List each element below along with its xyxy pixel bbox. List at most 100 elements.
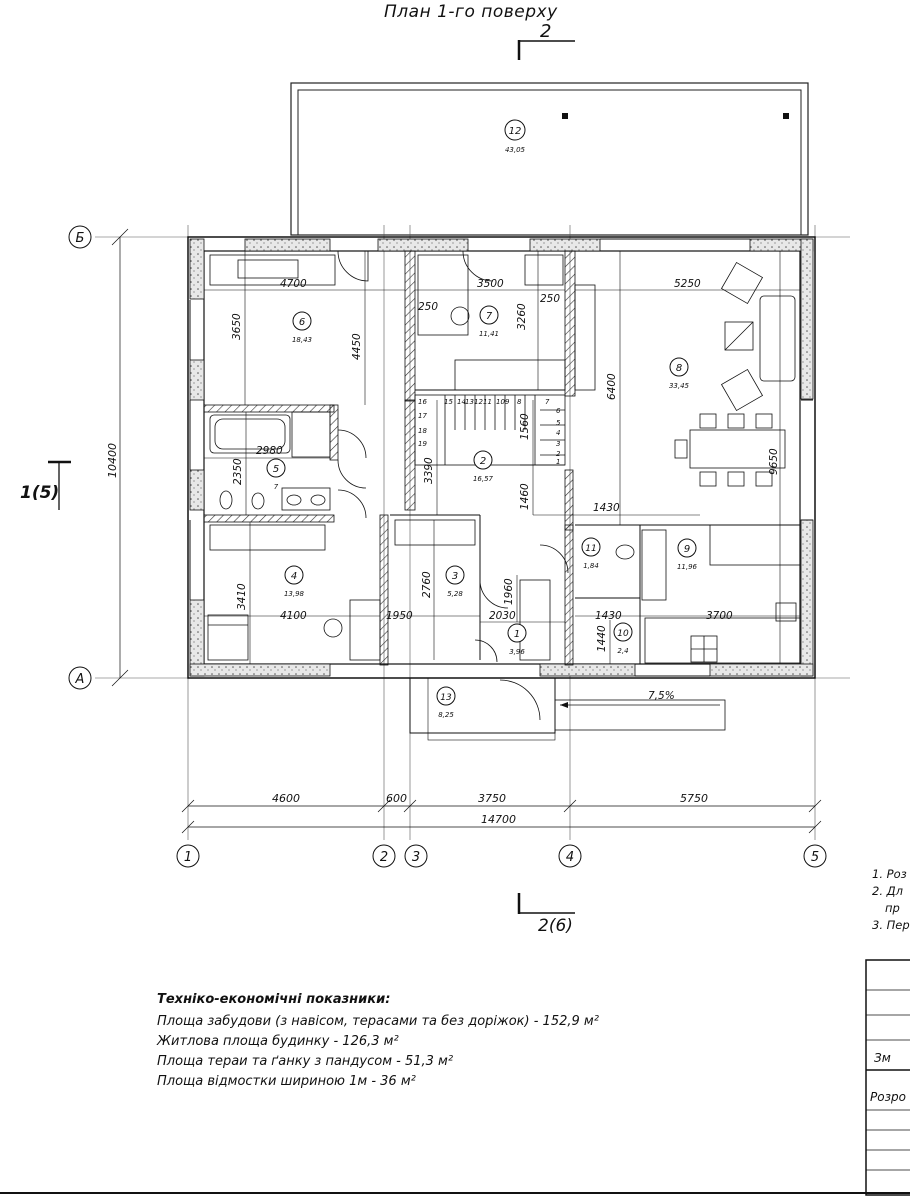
- svg-text:4100: 4100: [280, 610, 307, 622]
- svg-text:4600: 4600: [272, 792, 300, 805]
- furniture: [207, 254, 801, 664]
- terrace-outline: [290, 82, 809, 236]
- svg-text:7: 7: [545, 398, 550, 406]
- svg-text:1460: 1460: [519, 483, 531, 510]
- svg-text:19: 19: [418, 440, 427, 448]
- svg-text:5: 5: [811, 850, 819, 865]
- dining-table-icon: [689, 429, 786, 469]
- fireplace-icon: [574, 284, 596, 391]
- partitions: [390, 389, 800, 664]
- tep-line-1: Площа забудови (з навісом, терасами та б…: [157, 1014, 599, 1029]
- svg-text:13: 13: [465, 398, 474, 406]
- svg-text:13,98: 13,98: [284, 590, 305, 598]
- room-labels: 13,96 216,57 35,28 413,98 57 618,43 711,…: [266, 119, 698, 719]
- svg-text:3750: 3750: [478, 792, 506, 805]
- wardrobe-icon: [394, 519, 476, 546]
- section-mark-top: 2: [517, 21, 575, 60]
- svg-text:3: 3: [412, 850, 420, 865]
- section-mark-left: 1(5): [20, 460, 71, 510]
- tep-heading: Техніко-економічні показники:: [157, 992, 391, 1007]
- svg-text:4: 4: [566, 850, 574, 865]
- svg-text:1(5): 1(5): [20, 483, 59, 503]
- toilet-icon: [219, 490, 233, 510]
- room-2: 216,57: [473, 450, 494, 483]
- axis-number-5: 5: [803, 844, 827, 868]
- tep-line-3: Площа тераи та ґанку з пандусом - 51,3 м…: [157, 1054, 454, 1069]
- porch-outline: [409, 677, 556, 734]
- sofa-icon: [759, 295, 796, 382]
- svg-text:2: 2: [556, 450, 561, 458]
- kitchen-counter-icon: [644, 617, 801, 664]
- note-2: 2. Дл: [872, 884, 903, 898]
- bed-icon: [209, 254, 336, 286]
- svg-text:1,84: 1,84: [583, 562, 599, 570]
- svg-text:1440: 1440: [596, 625, 608, 652]
- coffee-table-icon: [724, 321, 754, 351]
- axis-number-4: 4: [558, 844, 582, 868]
- room-3: 35,28: [445, 565, 465, 598]
- axis-number-3: 3: [404, 844, 428, 868]
- tep-line-4: Площа відмостки шириною 1м - 36 м²: [157, 1074, 416, 1089]
- svg-text:2,4: 2,4: [617, 647, 628, 655]
- svg-text:3700: 3700: [706, 610, 733, 622]
- svg-text:18,43: 18,43: [292, 336, 312, 344]
- svg-text:9: 9: [684, 544, 690, 555]
- chair-icon: [450, 306, 470, 326]
- svg-text:12: 12: [509, 126, 522, 137]
- sink-icon: [281, 487, 331, 511]
- svg-text:3500: 3500: [477, 278, 504, 290]
- svg-text:4: 4: [556, 429, 560, 437]
- svg-text:33,45: 33,45: [669, 382, 690, 390]
- svg-text:14700: 14700: [481, 813, 516, 826]
- doors: [337, 250, 569, 721]
- bottom-dimension-texts: 4600 600 3750 5750 14700: [272, 792, 708, 826]
- outer-walls: [187, 236, 816, 679]
- stamp-label-developer: Розро: [870, 1090, 906, 1104]
- tep-line-2: Житлова площа будинку - 126,3 м²: [157, 1034, 399, 1049]
- svg-text:10: 10: [496, 398, 505, 406]
- room-13: 138,25: [436, 686, 456, 719]
- svg-text:6400: 6400: [606, 373, 618, 400]
- stamp-label-zm: Зм: [874, 1051, 891, 1065]
- svg-text:18: 18: [418, 427, 427, 435]
- svg-text:А: А: [75, 672, 85, 687]
- room-12: 12 43,05: [504, 119, 526, 154]
- svg-text:11: 11: [585, 544, 596, 554]
- svg-text:3260: 3260: [516, 303, 528, 330]
- stair-step-numbers: 16 15 14 13 12 11 10 9 8 7 6 5 4 3 2 1 1…: [418, 398, 561, 466]
- svg-text:600: 600: [386, 792, 407, 805]
- svg-text:2760: 2760: [421, 571, 433, 598]
- room-11: 111,84: [581, 537, 601, 570]
- sink-icon: [775, 602, 797, 622]
- svg-text:3650: 3650: [231, 313, 243, 340]
- svg-text:3410: 3410: [236, 583, 248, 610]
- section-mark-bottom: 2(6): [517, 893, 575, 936]
- svg-text:Б: Б: [76, 231, 85, 246]
- note-3: 3. Пер: [872, 918, 910, 932]
- room-10: 102,4: [613, 622, 633, 655]
- svg-text:1: 1: [184, 850, 192, 865]
- armchair-icon: [720, 261, 764, 305]
- axis-number-2: 2: [372, 844, 396, 868]
- svg-text:3: 3: [556, 440, 560, 448]
- svg-text:11,41: 11,41: [479, 330, 499, 338]
- svg-text:13: 13: [440, 693, 452, 703]
- room-9: 911,96: [677, 538, 698, 571]
- room-dimensions: 4700 3650 4450 3500 250 250 3260 5250 64…: [231, 278, 780, 702]
- svg-text:3: 3: [452, 571, 458, 582]
- left-total-dimension: 10400: [106, 443, 119, 478]
- svg-text:9650: 9650: [768, 448, 780, 475]
- svg-text:5250: 5250: [674, 278, 701, 290]
- svg-text:16,57: 16,57: [473, 475, 494, 483]
- svg-text:1: 1: [514, 629, 520, 640]
- bottom-dimension-lines: [181, 799, 822, 834]
- svg-text:7,5%: 7,5%: [648, 690, 675, 702]
- kitchen-island-icon: [709, 524, 801, 566]
- svg-text:2030: 2030: [489, 610, 516, 622]
- svg-text:2(6): 2(6): [538, 916, 573, 936]
- svg-text:6: 6: [299, 317, 305, 328]
- svg-text:5,28: 5,28: [447, 590, 463, 598]
- svg-text:2980: 2980: [256, 445, 283, 457]
- svg-text:43,05: 43,05: [505, 146, 526, 154]
